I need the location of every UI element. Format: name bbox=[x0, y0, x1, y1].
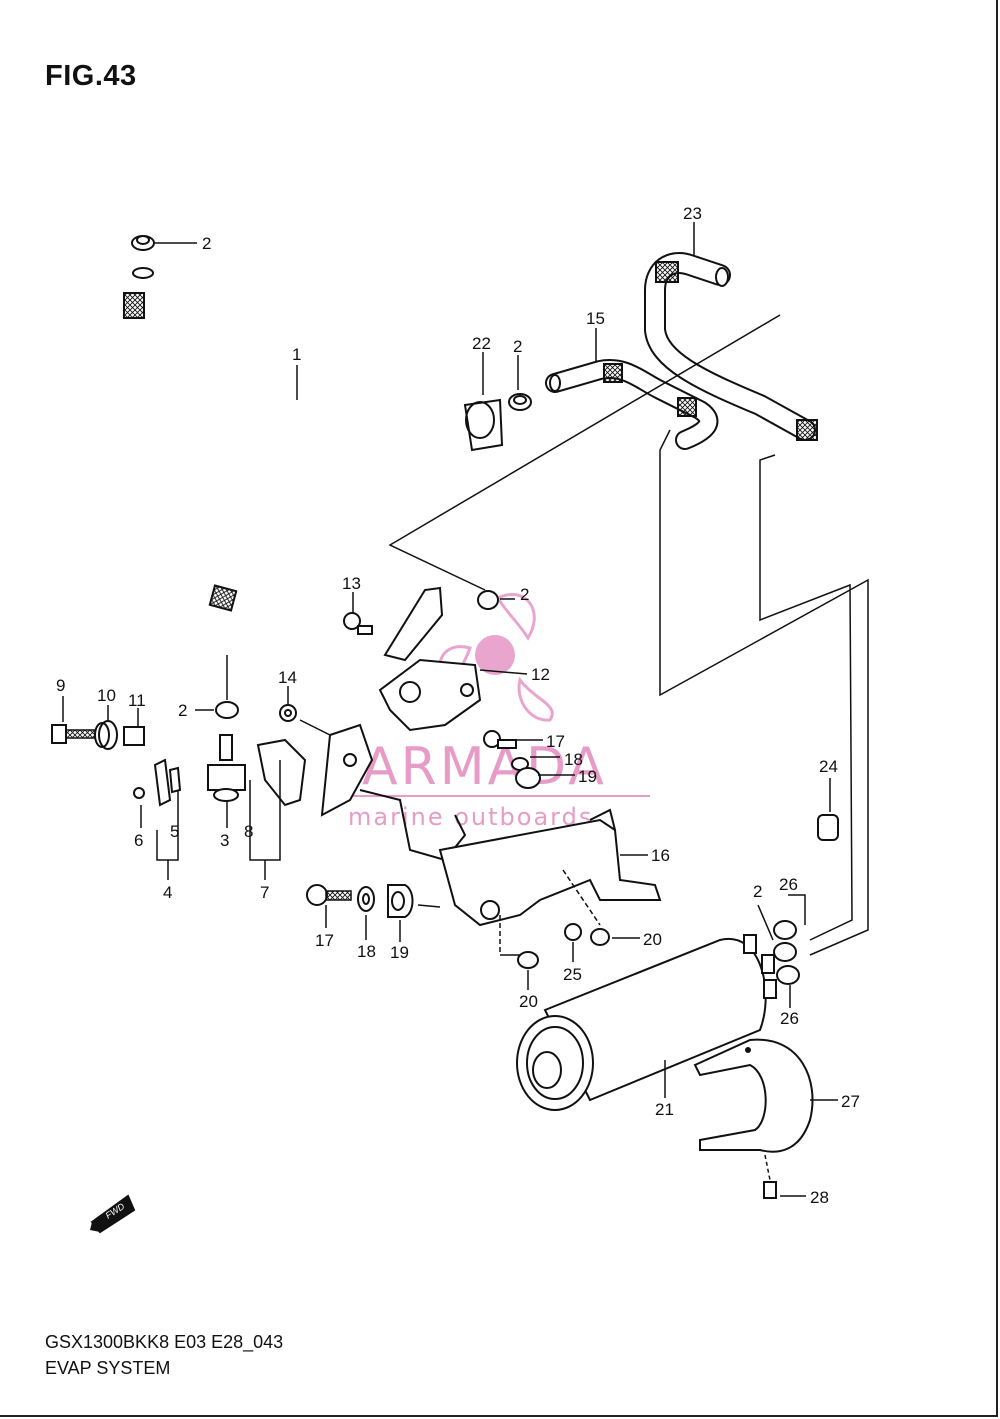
system-name: EVAP SYSTEM bbox=[45, 1358, 171, 1378]
callout-20: 20 bbox=[519, 992, 538, 1011]
callout-11: 11 bbox=[128, 691, 146, 710]
callout-27: 27 bbox=[841, 1092, 860, 1111]
hose-1 bbox=[123, 266, 356, 649]
clamp-icon bbox=[215, 590, 499, 719]
callout-1: 1 bbox=[292, 345, 301, 364]
screw-14 bbox=[279, 704, 297, 722]
bolt-9 bbox=[51, 724, 96, 744]
clip-22 bbox=[463, 398, 504, 452]
callout-3: 3 bbox=[220, 831, 229, 850]
grommet-19 bbox=[387, 767, 541, 918]
screw-28 bbox=[763, 1181, 777, 1199]
callout-9: 9 bbox=[56, 676, 65, 695]
collar-11 bbox=[123, 726, 145, 746]
model-code: GSX1300BKK8 E03 E28_043 bbox=[45, 1332, 284, 1352]
callout-14: 14 bbox=[278, 668, 297, 687]
callout-10: 10 bbox=[97, 686, 116, 705]
callout-28: 28 bbox=[810, 1188, 829, 1207]
strap-27 bbox=[693, 1038, 814, 1153]
callout-18: 18 bbox=[357, 942, 376, 961]
clamp-26 bbox=[773, 920, 800, 985]
hose-23 bbox=[644, 252, 818, 441]
callout-22: 22 bbox=[472, 334, 491, 353]
callout-19: 19 bbox=[578, 767, 597, 786]
routing-lines bbox=[388, 314, 869, 956]
callout-26: 26 bbox=[779, 875, 798, 894]
clamp-icon bbox=[508, 393, 532, 411]
callout-4: 4 bbox=[163, 883, 172, 902]
callout-2: 2 bbox=[520, 585, 529, 604]
callout-16: 16 bbox=[651, 846, 670, 865]
callout-15: 15 bbox=[586, 309, 605, 328]
canister-21 bbox=[516, 934, 777, 1111]
watermark-brand: ARMADA bbox=[362, 737, 607, 797]
screw-6 bbox=[133, 787, 145, 799]
callout-2: 2 bbox=[202, 234, 211, 253]
callout-2: 2 bbox=[513, 337, 522, 356]
callout-12: 12 bbox=[531, 665, 550, 684]
callout-20: 20 bbox=[643, 930, 662, 949]
bracket-16 bbox=[438, 808, 662, 927]
callout-21: 21 bbox=[655, 1100, 674, 1119]
bolt-17 bbox=[306, 730, 517, 906]
nut-20 bbox=[517, 928, 610, 969]
watermark-tagline: marine outboards bbox=[348, 803, 593, 831]
watermark-logo bbox=[438, 592, 554, 722]
grommet-10 bbox=[94, 720, 118, 750]
callout-25: 25 bbox=[563, 965, 582, 984]
callout-18: 18 bbox=[564, 750, 583, 769]
callout-13: 13 bbox=[342, 574, 361, 593]
forward-direction-icon: FWD bbox=[90, 1194, 136, 1234]
bracket-7 bbox=[256, 738, 307, 807]
bracket-12 bbox=[320, 586, 482, 862]
callout-7: 7 bbox=[260, 883, 269, 902]
figure-title: FIG.43 bbox=[45, 60, 137, 92]
callout-5: 5 bbox=[170, 822, 179, 841]
callout-19: 19 bbox=[390, 943, 409, 962]
valve-3 bbox=[207, 734, 246, 802]
leader-lines bbox=[62, 222, 838, 1197]
bracket-4 bbox=[153, 758, 182, 807]
callout-17: 17 bbox=[546, 732, 565, 751]
callout-2: 2 bbox=[178, 701, 187, 720]
callout-2: 2 bbox=[753, 882, 762, 901]
hose-15 bbox=[545, 359, 719, 450]
callout-24: 24 bbox=[819, 757, 838, 776]
hose-24 bbox=[817, 814, 839, 841]
screw-25 bbox=[564, 923, 582, 941]
callout-23: 23 bbox=[683, 204, 702, 223]
callout-labels: 2 1 2 9 10 11 3 5 6 4 8 7 14 13 22 2 15 … bbox=[56, 204, 860, 1207]
screw-13 bbox=[343, 612, 373, 635]
callout-17: 17 bbox=[315, 931, 334, 950]
callout-8: 8 bbox=[244, 822, 253, 841]
callout-26: 26 bbox=[780, 1009, 799, 1028]
callout-6: 6 bbox=[134, 831, 143, 850]
clamp-icon bbox=[131, 235, 155, 251]
